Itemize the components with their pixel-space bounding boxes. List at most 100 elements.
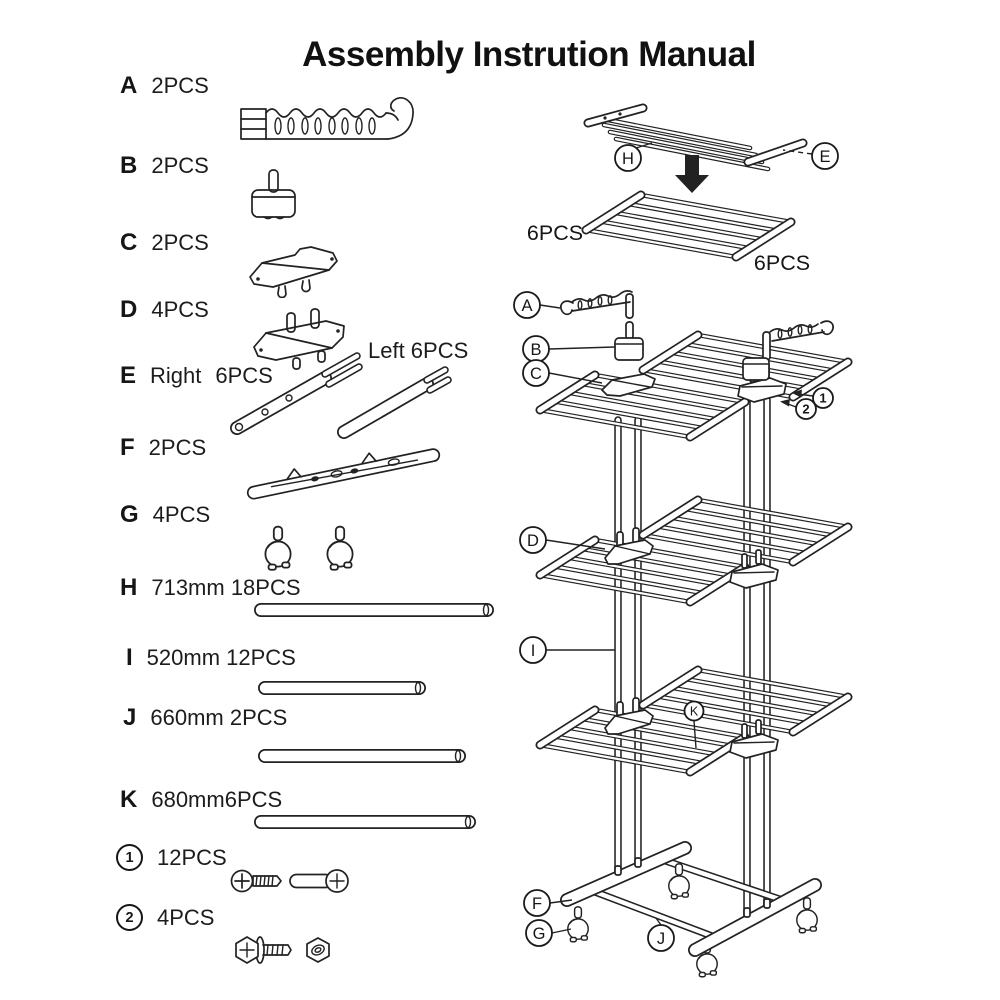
diagram-label-screw2: 2 — [795, 398, 817, 420]
circled-number: 2 — [116, 904, 143, 931]
diagram-label-screw1: 1 — [812, 387, 834, 409]
assembly-diagram: 6PCS 6PCS — [513, 103, 880, 978]
diagram-label-g: G — [525, 919, 553, 947]
part-letter: C — [120, 229, 138, 256]
part-screw2-drawing — [235, 936, 330, 964]
part-g-drawing — [264, 525, 354, 571]
part-qty: 2PCS — [151, 230, 209, 255]
page-title: Assembly Instrution Manual — [302, 35, 756, 75]
part-qty: 4PCS — [152, 502, 211, 527]
part-row-h: H 713mm 18PCS — [120, 574, 301, 602]
part-b-block-right — [742, 357, 770, 381]
part-f-drawing — [246, 448, 441, 500]
svg-text:I: I — [531, 642, 536, 660]
svg-text:J: J — [657, 930, 665, 948]
part-row-j: J 660mm 2PCS — [123, 704, 287, 732]
part-d-drawing — [253, 308, 345, 370]
part-qty: 660mm 2PCS — [150, 705, 288, 730]
hanger-arm-a-right — [762, 320, 834, 361]
part-qty: 520mm 12PCS — [146, 645, 296, 670]
part-qty: 2PCS — [151, 153, 209, 178]
svg-text:E: E — [819, 148, 830, 166]
part-e-left-drawing — [337, 366, 452, 439]
part-h-rod-drawing — [254, 603, 494, 617]
part-b-drawing — [251, 169, 296, 220]
part-j-rod-drawing — [258, 749, 466, 763]
svg-text:G: G — [533, 925, 546, 943]
part-qty: 4PCS — [157, 904, 215, 930]
shelf-qty-left: 6PCS — [527, 221, 583, 245]
down-arrow-icon — [675, 155, 709, 193]
tier2-assembly — [540, 500, 848, 602]
part-letter: K — [120, 786, 138, 813]
diagram-callouts: H E A B C — [513, 142, 839, 952]
circled-number: 1 — [116, 844, 143, 871]
bracket-c — [601, 373, 656, 397]
diagram-label-d: D — [519, 526, 547, 554]
diagram-label-c: C — [522, 359, 550, 387]
part-row-i: I 520mm 12PCS — [126, 644, 296, 672]
part-qty: 12PCS — [157, 844, 227, 870]
diagram-label-h: H — [614, 144, 642, 172]
svg-text:H: H — [622, 150, 634, 168]
svg-text:1: 1 — [819, 391, 826, 406]
diagram-label-a: A — [513, 291, 541, 319]
part-qty: 6PCS — [215, 363, 273, 388]
part-row-screw2: 2 4PCS — [116, 904, 214, 931]
svg-text:D: D — [527, 532, 539, 550]
part-c-drawing — [249, 246, 338, 298]
part-row-b: B 2PCS — [120, 152, 209, 180]
diagram-label-f: F — [523, 889, 551, 917]
part-letter: F — [120, 434, 135, 461]
part-row-c: C 2PCS — [120, 229, 209, 257]
svg-text:A: A — [521, 297, 532, 315]
part-qty: 2PCS — [148, 435, 207, 460]
tier1-assembly — [540, 290, 848, 437]
diagram-label-i: I — [519, 636, 547, 664]
shelf-qty-right: 6PCS — [754, 251, 810, 275]
part-e-left-label: Left 6PCS — [368, 338, 469, 363]
caster-wheel — [796, 897, 818, 934]
part-row-f: F 2PCS — [120, 434, 206, 462]
part-letter: D — [120, 296, 138, 323]
svg-text:C: C — [530, 365, 542, 383]
part-qty: 4PCS — [151, 297, 209, 322]
svg-text:B: B — [530, 341, 541, 359]
part-i-rod-drawing — [258, 681, 426, 695]
part-side-right: Right — [150, 363, 202, 388]
part-row-k: K 680mm6PCS — [120, 786, 282, 814]
diagram-label-e: E — [811, 142, 839, 170]
part-letter: B — [120, 152, 138, 179]
part-letter: E — [120, 362, 137, 389]
part-e-right-drawing — [230, 352, 363, 435]
svg-text:K: K — [690, 705, 699, 719]
svg-text:2: 2 — [802, 402, 809, 417]
part-a-drawing — [240, 97, 414, 140]
diagram-label-b: B — [522, 335, 550, 363]
part-row-a: A 2PCS — [120, 72, 209, 100]
part-k-rod-drawing — [254, 815, 476, 829]
part-b-block-left — [614, 337, 644, 361]
hanger-arm-a-left — [560, 290, 634, 340]
diagram-label-k: K — [683, 700, 705, 722]
part-letter: J — [123, 704, 137, 731]
part-row-e: E Right 6PCS — [120, 362, 273, 390]
svg-text:F: F — [532, 895, 542, 913]
diagram-label-j: J — [647, 924, 675, 952]
part-row-g: G 4PCS — [120, 501, 210, 529]
caster-wheel — [567, 906, 589, 943]
part-letter: G — [120, 501, 139, 528]
base-assembly — [560, 841, 822, 978]
part-row-d: D 4PCS — [120, 296, 209, 324]
part-row-screw1: 1 12PCS — [116, 844, 227, 871]
part-letter: I — [126, 644, 133, 671]
part-qty: 680mm6PCS — [151, 787, 283, 812]
part-qty: 713mm 18PCS — [151, 575, 301, 600]
assembled-shelf — [586, 195, 791, 257]
step1-exploded-shelf — [583, 103, 808, 172]
part-qty: 2PCS — [151, 73, 209, 98]
part-letter: A — [120, 72, 138, 99]
part-letter: H — [120, 574, 138, 601]
vertical-poles — [614, 396, 771, 919]
